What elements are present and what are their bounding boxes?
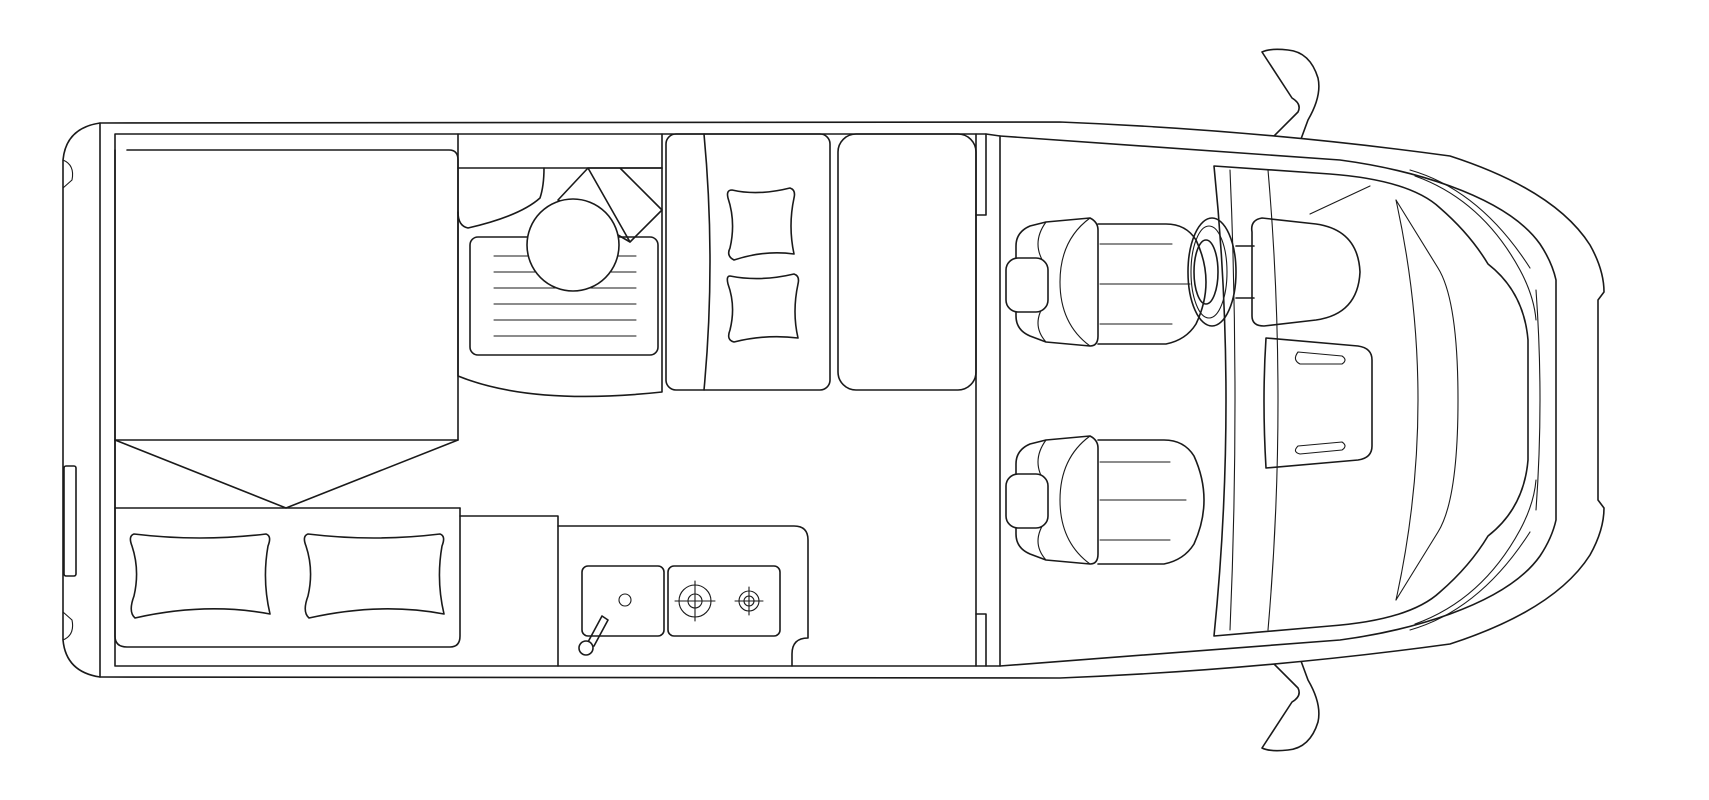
cabinet-icon	[837, 133, 977, 391]
cushion-top	[726, 187, 796, 261]
washroom	[457, 133, 663, 398]
driver-seat-icon	[1005, 217, 1207, 347]
burner-small-icon	[734, 586, 764, 616]
sink-icon	[581, 565, 665, 637]
faucet-icon	[578, 615, 609, 656]
hob-icon	[667, 565, 781, 637]
dashboard	[1213, 165, 1529, 637]
toilet-icon	[526, 198, 620, 292]
side-mirror-top	[1261, 48, 1320, 159]
driver-headrest	[1005, 257, 1049, 313]
cupholder-top	[1294, 351, 1346, 365]
drain-icon	[618, 593, 632, 607]
cushion-bottom	[726, 273, 800, 343]
passenger-headrest	[1005, 473, 1049, 529]
steering-wheel-icon	[1187, 217, 1255, 327]
cupholder-bottom	[1294, 441, 1346, 455]
bench-seat-icon	[665, 133, 831, 391]
rear-door-handle	[63, 465, 77, 577]
passenger-seat-icon	[1005, 435, 1205, 565]
cab-partition	[975, 133, 1001, 667]
side-mirror-bottom	[1261, 641, 1320, 752]
van-body-outline	[62, 121, 1605, 679]
cab-icon	[999, 135, 1557, 667]
pillow-left	[129, 533, 271, 619]
kitchen-counter-icon	[459, 515, 809, 667]
center-console	[1263, 337, 1373, 469]
dashboard-console	[1250, 217, 1361, 327]
burner-large-icon	[674, 580, 716, 622]
pillow-right	[303, 533, 445, 619]
